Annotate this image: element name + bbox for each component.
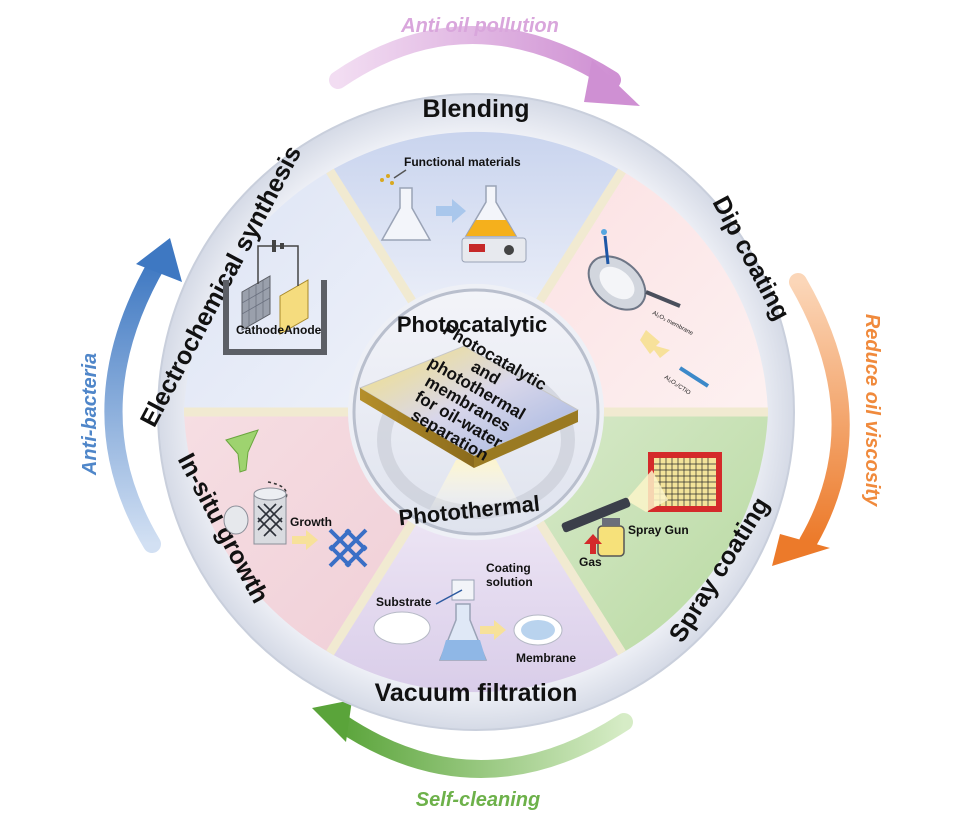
anode-label: Anode xyxy=(284,323,322,337)
dip-down-arrow-icon xyxy=(640,330,670,358)
empty-flask-icon xyxy=(380,187,432,241)
funnel-icon xyxy=(225,429,259,473)
filtration-flask-icon xyxy=(435,579,488,661)
arrow-anti-bacteria xyxy=(104,238,182,553)
arrow-self-cleaning xyxy=(312,700,633,778)
vacuum-filtration-label: Vacuum filtration xyxy=(375,679,578,707)
anode-plate-icon xyxy=(279,262,309,335)
blending-illustration: Functional materials xyxy=(380,155,527,263)
dip-ring-icon xyxy=(587,229,647,311)
segment-dividers xyxy=(184,168,768,656)
blending-label: Blending xyxy=(423,95,530,123)
hub-photocatalytic-label: Photocatalytic xyxy=(397,312,547,337)
vacuum-filtration-illustration: Substrate Coating solution Membrane xyxy=(373,561,576,665)
electrolytic-cell-icon xyxy=(223,240,327,355)
growth-label: Growth xyxy=(290,515,332,529)
arrow-reduce-oil-viscosity xyxy=(772,273,850,566)
in-situ-growth-illustration: Growth xyxy=(223,429,368,568)
spray-mist-icon xyxy=(626,470,668,512)
segment-dip-coating xyxy=(540,171,768,412)
transfer-arrow-icon xyxy=(436,199,466,223)
anti-bacteria-label: Anti-bacteria xyxy=(79,353,101,476)
powder-icon xyxy=(380,169,407,185)
coated-membrane-icon xyxy=(678,366,710,388)
cathode-plate-icon xyxy=(241,262,271,331)
filter-arrow-icon xyxy=(480,620,506,640)
membrane-rod-icon xyxy=(645,290,681,308)
functional-materials-label: Functional materials xyxy=(404,155,521,169)
spray-gun-label: Spray Gun xyxy=(628,523,689,537)
substrate-label: Substrate xyxy=(376,595,432,609)
mesh-product-icon xyxy=(328,528,368,568)
coating-solution-label: Coating solution xyxy=(486,561,534,589)
spray-gun-icon xyxy=(561,497,631,557)
anti-oil-pollution-label: Anti oil pollution xyxy=(400,15,559,37)
substrate-disc-icon xyxy=(373,611,431,645)
gas-arrow-icon xyxy=(584,534,602,554)
membrane-tile-icon xyxy=(358,345,580,468)
spray-coating-illustration: Spray Gun Gas xyxy=(561,452,722,569)
cylinder-substrate-icon xyxy=(223,487,287,545)
cathode-label: Cathode xyxy=(236,323,284,337)
segment-blending xyxy=(330,131,622,301)
gas-label: Gas xyxy=(579,555,602,569)
electrochemical-illustration: Cathode Anode xyxy=(223,240,327,355)
spray-target-grid-icon xyxy=(648,452,722,512)
segment-in-situ-growth xyxy=(184,412,412,653)
reduce-oil-viscosity-label: Reduce oil viscosity xyxy=(861,314,883,507)
stirrer-flask-icon xyxy=(461,185,527,263)
arrow-anti-oil-pollution xyxy=(329,26,640,106)
membrane-label: Membrane xyxy=(516,651,576,665)
membrane-coating-icon xyxy=(521,620,555,640)
growth-arrow-icon xyxy=(292,530,318,550)
segment-vacuum-filtration xyxy=(330,523,622,693)
light-beam-icon xyxy=(424,460,528,520)
self-cleaning-label: Self-cleaning xyxy=(416,789,540,811)
